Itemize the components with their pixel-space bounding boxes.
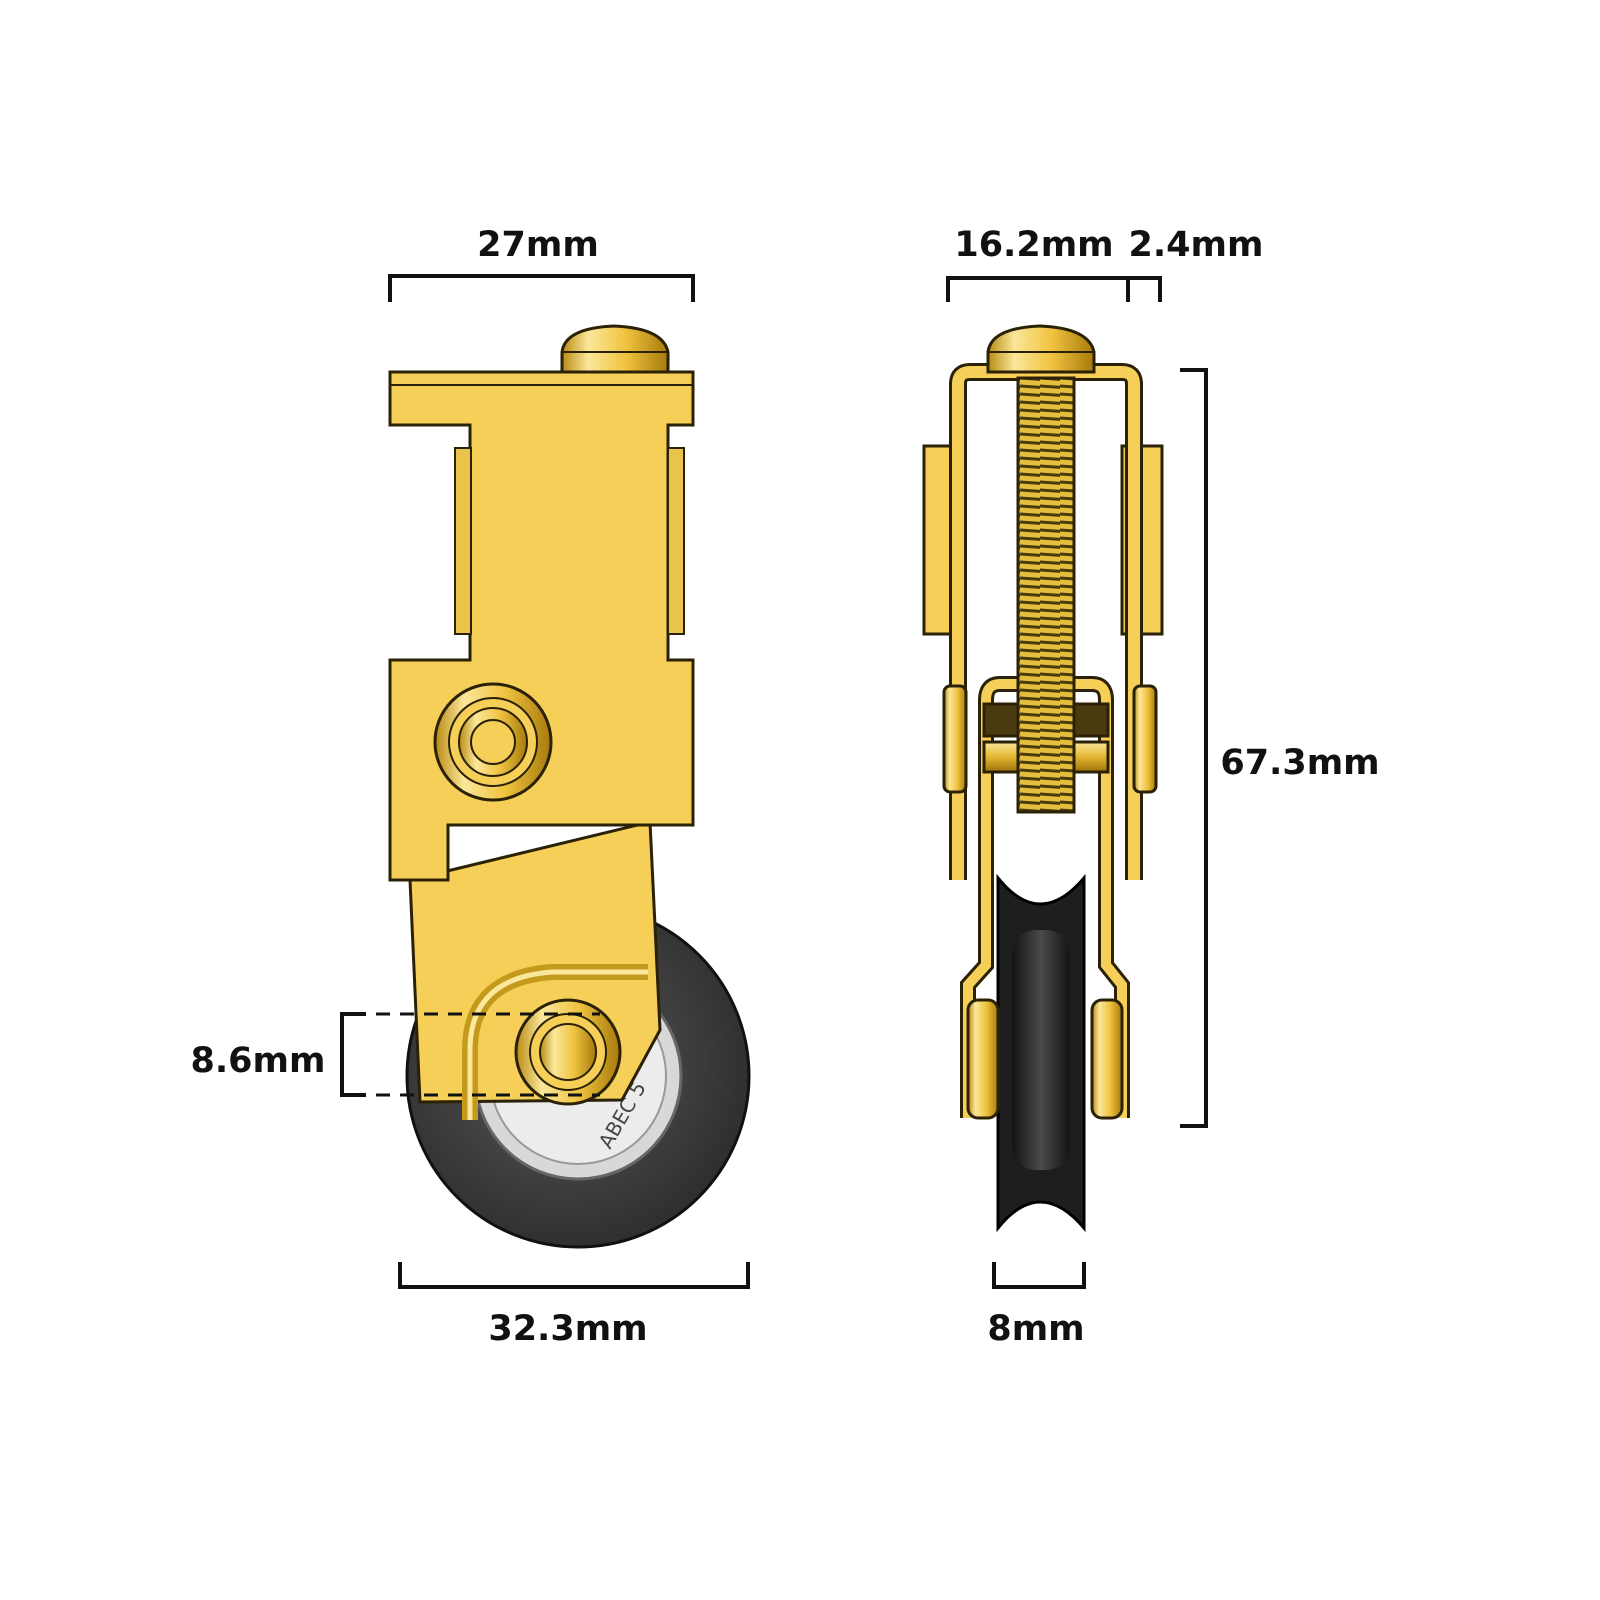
dim-line-2-4mm — [1128, 276, 1162, 302]
dim-label-side-groove-width: 8mm — [987, 1309, 1084, 1349]
side-right-axle-boss — [1090, 998, 1124, 1120]
front-main-body — [388, 370, 695, 882]
dim-line-67-3mm — [1180, 368, 1208, 1128]
dim-line-8-6mm — [340, 1012, 366, 1097]
front-right-slot — [667, 447, 685, 635]
side-right-pivot — [1132, 684, 1158, 794]
dim-line-27mm — [388, 274, 695, 302]
side-view — [922, 324, 1164, 1233]
dim-line-8mm — [992, 1262, 1086, 1289]
front-mid-rivet — [433, 682, 553, 802]
dim-label-side-total-height: 67.3mm — [1220, 743, 1379, 783]
front-left-slot — [454, 447, 472, 635]
screw-head-icon — [560, 324, 670, 374]
dim-line-32-3mm — [398, 1262, 750, 1289]
side-threaded-screw — [1016, 376, 1076, 814]
side-left-axle-boss — [966, 998, 1000, 1120]
dim-line-16-2mm — [946, 276, 1130, 302]
dimension-lines — [340, 274, 1208, 1289]
side-screw-head-icon — [986, 324, 1096, 374]
dim-label-front-top-width: 27mm — [477, 225, 599, 265]
dim-label-front-bearing-hole: 8.6mm — [191, 1041, 326, 1081]
front-axle-rivet — [514, 998, 622, 1106]
dim-label-side-body-width: 16.2mm — [954, 225, 1113, 265]
front-view: ABEC 5 — [352, 324, 751, 1249]
side-wheel — [996, 873, 1086, 1233]
dim-label-front-wheel-width: 32.3mm — [488, 1309, 647, 1349]
dim-label-side-plate-thickness: 2.4mm — [1129, 225, 1264, 265]
side-left-pivot — [942, 684, 968, 794]
